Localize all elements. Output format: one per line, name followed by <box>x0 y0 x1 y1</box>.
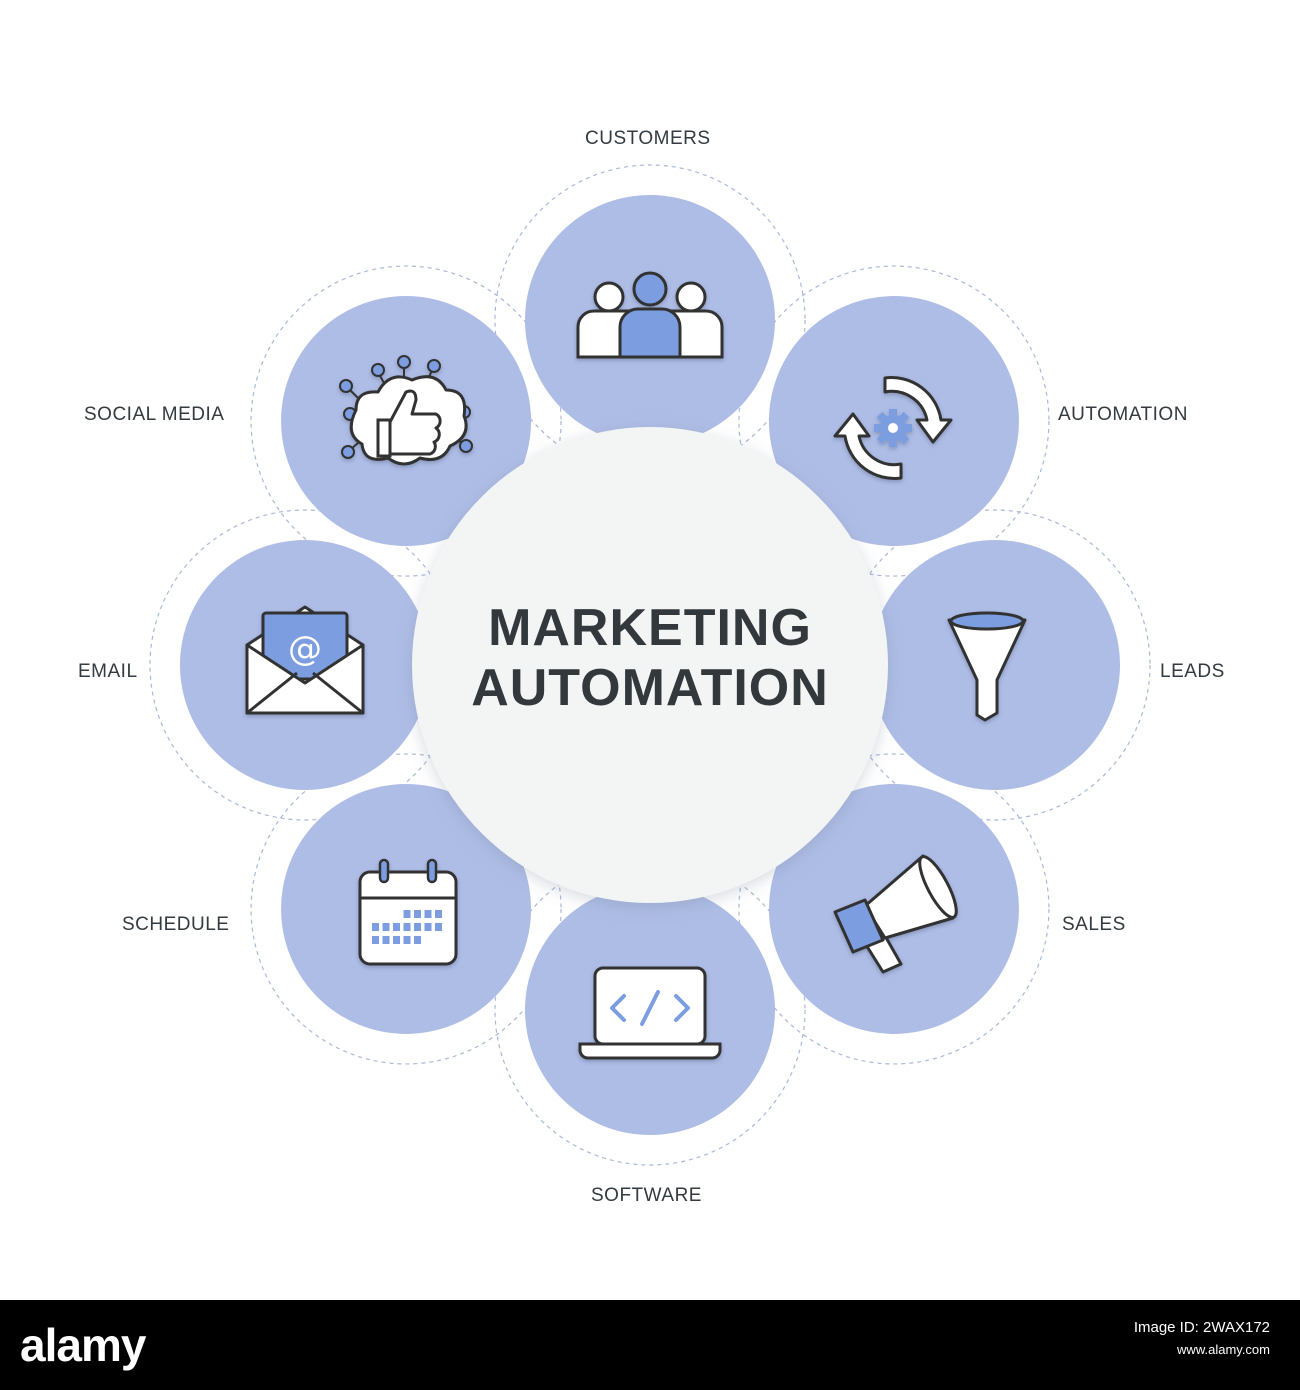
svg-text:@: @ <box>288 629 322 669</box>
calendar-cell <box>424 923 432 931</box>
watermark-logo: alamy <box>20 1319 146 1371</box>
dashed-ring-funnel <box>839 509 1151 821</box>
calendar-cell <box>403 936 411 944</box>
dashed-ring-calendar <box>250 753 562 1065</box>
dashed-ring-megaphone <box>738 753 1050 1065</box>
calendar-cell <box>414 910 421 918</box>
calendar-cell <box>372 936 379 944</box>
center-circle <box>412 427 888 903</box>
email-icon: @ <box>245 605 365 715</box>
dashed-ring-social-like <box>250 265 562 577</box>
watermark-image-id: Image ID: 2WAX172 www.alamy.com <box>1134 1317 1270 1361</box>
image-id-text: Image ID: 2WAX172 <box>1133 1319 1270 1336</box>
dashed-ring-gear-cycle <box>738 265 1050 577</box>
calendar-icon <box>358 858 458 966</box>
calendar-cell <box>403 910 411 918</box>
calendar-cell <box>414 936 421 944</box>
center-title-line2: AUTOMATION <box>471 659 829 717</box>
calendar-cell <box>435 910 442 918</box>
watermark-bar: alamy Image ID: 2WAX172 www.alamy.com <box>0 1300 1300 1390</box>
marketing-automation-diagram: @ <box>149 164 1151 1166</box>
calendar-cell <box>372 923 379 931</box>
calendar-cell <box>382 936 390 944</box>
label-schedule: SCHEDULE <box>122 914 230 935</box>
customers-icon <box>576 271 724 359</box>
label-automation: AUTOMATION <box>1058 404 1188 425</box>
center-title: MARKETING AUTOMATION <box>410 598 890 718</box>
label-sales: SALES <box>1062 914 1126 935</box>
calendar-cell <box>403 923 411 931</box>
calendar-cell <box>435 923 442 931</box>
label-leads: LEADS <box>1160 661 1225 682</box>
label-social-media: SOCIAL MEDIA <box>84 404 225 425</box>
calendar-cell <box>393 923 400 931</box>
megaphone-icon <box>833 854 958 974</box>
label-software: SOFTWARE <box>591 1185 702 1206</box>
calendar-cell <box>393 936 400 944</box>
center-title-line1: MARKETING <box>488 599 812 657</box>
laptop-code-icon <box>578 966 722 1060</box>
calendar-cell <box>382 923 390 931</box>
calendar-cell <box>414 923 421 931</box>
calendar-cell <box>424 910 432 918</box>
label-email: EMAIL <box>78 661 138 682</box>
label-customers: CUSTOMERS <box>585 128 711 149</box>
social-like-icon <box>339 355 473 466</box>
funnel-icon <box>947 611 1027 722</box>
site-url: www.alamy.com <box>1177 1342 1270 1357</box>
diagram-stage: @ CUSTOMERS AUTOMATION LEADS SALES SOFTW… <box>78 128 1225 1206</box>
